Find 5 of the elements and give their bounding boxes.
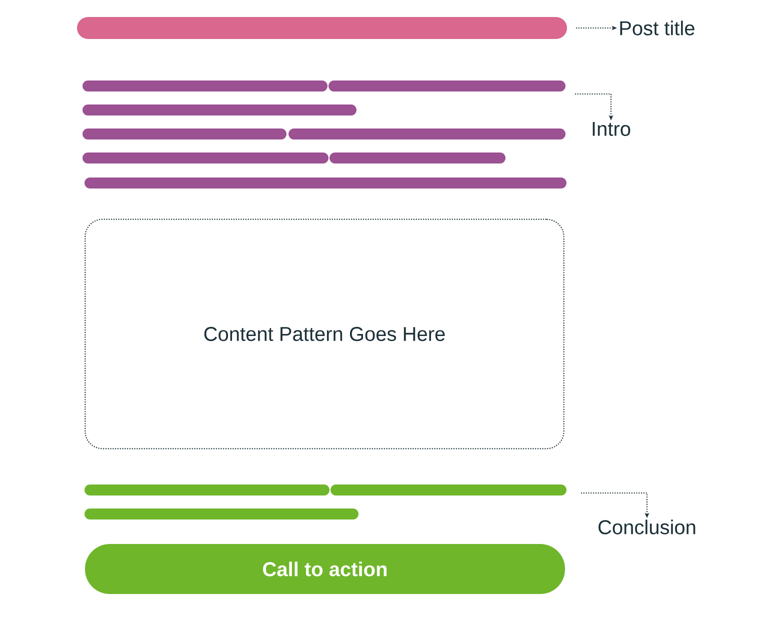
callout-label: Conclusion	[598, 520, 696, 534]
callout-label: Post title	[620, 20, 694, 36]
callout-label: Intro	[592, 122, 630, 136]
call-to-action-button: Call to action	[85, 544, 565, 594]
content-placeholder-box: Content Pattern Goes Here	[84, 218, 564, 450]
